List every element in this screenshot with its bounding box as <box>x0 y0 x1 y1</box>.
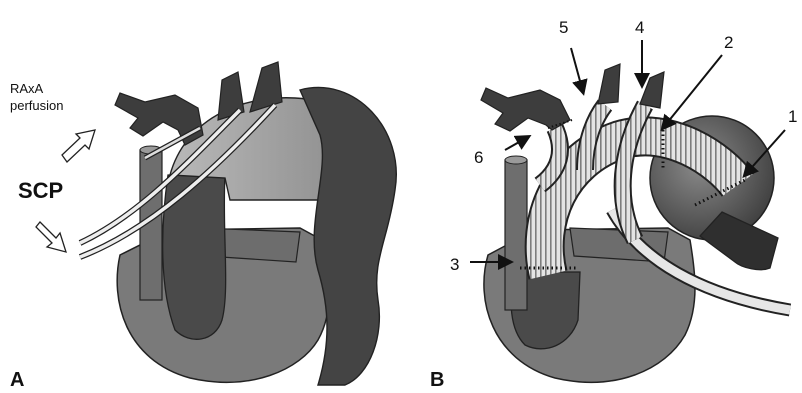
callout-2: 2 <box>724 33 733 52</box>
callout-1: 1 <box>788 107 797 126</box>
innominate-branch-a <box>115 93 203 145</box>
panel-b: 1 2 3 4 5 6 B <box>430 18 797 391</box>
raxa-label-line2: perfusion <box>10 98 63 113</box>
callout-3: 3 <box>450 255 459 274</box>
callout-arrow-6 <box>505 137 528 150</box>
carotid-b <box>598 64 620 104</box>
callout-4: 4 <box>635 18 644 37</box>
panel-a: RAxA perfusion SCP A <box>10 62 396 391</box>
panel-b-letter: B <box>430 369 444 391</box>
vena-cava-b <box>505 160 527 310</box>
callout-6: 6 <box>474 148 483 167</box>
scp-arrow <box>36 222 66 252</box>
raxa-label-line1: RAxA <box>10 81 44 96</box>
callout-arrow-5 <box>571 48 583 92</box>
callout-5: 5 <box>559 18 568 37</box>
subclavian-b <box>640 72 664 108</box>
panel-a-letter: A <box>10 369 24 391</box>
scp-label: SCP <box>18 178 63 203</box>
raxa-arrow <box>62 130 95 162</box>
